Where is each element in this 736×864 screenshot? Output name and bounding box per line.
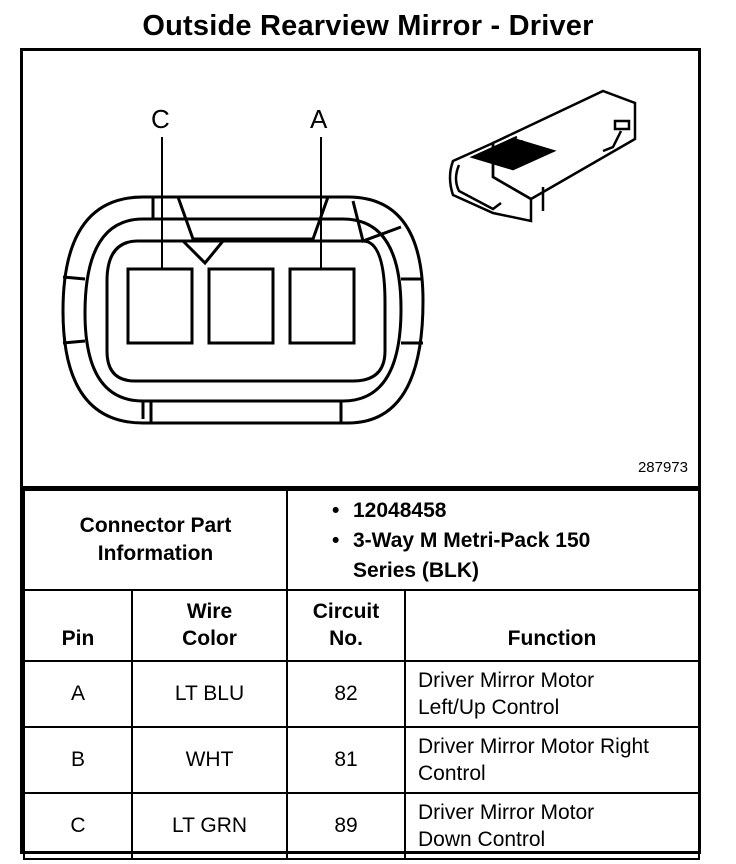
- pin-c-terminal: [126, 267, 194, 345]
- circuit-cell: 81: [286, 726, 406, 794]
- pin-cell: B: [23, 726, 133, 794]
- pin-cell: C: [23, 792, 133, 860]
- circuit-cell: 89: [286, 792, 406, 860]
- circuit-cell: 82: [286, 660, 406, 728]
- connector-face-drawing: C A: [61, 89, 637, 425]
- wire-color-cell: LT GRN: [131, 792, 288, 860]
- wire-color-cell: LT BLU: [131, 660, 288, 728]
- table-row: A LT BLU 82 Driver Mirror Motor Left/Up …: [23, 660, 700, 728]
- header-function: Function: [404, 589, 700, 662]
- connector-housing-outer: [61, 195, 425, 425]
- header-pin: Pin: [23, 589, 133, 662]
- pin-b-terminal: [207, 267, 275, 345]
- connector-info-label: Connector Part Information: [23, 489, 288, 591]
- table-row: C LT GRN 89 Driver Mirror Motor Down Con…: [23, 792, 700, 860]
- connector-info-list: 12048458 3-Way M Metri-Pack 150 Series (…: [286, 489, 700, 591]
- table-row: B WHT 81 Driver Mirror Motor Right Contr…: [23, 726, 700, 794]
- connector-info-row: Connector Part Information 12048458 3-Wa…: [23, 489, 700, 591]
- function-cell: Driver Mirror Motor Left/Up Control: [404, 660, 700, 728]
- connector-type: 3-Way M Metri-Pack 150 Series (BLK): [332, 526, 698, 586]
- header-wire-color: Wire Color: [131, 589, 288, 662]
- terminal-cavity: [105, 239, 387, 383]
- pin-a-terminal: [288, 267, 356, 345]
- page-title: Outside Rearview Mirror - Driver: [142, 10, 594, 42]
- connector-frame: C A 287973 Connector Part Information: [20, 48, 701, 860]
- pinout-table: Connector Part Information 12048458 3-Wa…: [23, 489, 700, 860]
- connector-3d-view: [448, 89, 637, 223]
- figure-number: 287973: [637, 459, 688, 476]
- connector-diagram: C A 287973: [23, 51, 698, 489]
- header-circuit-no: Circuit No.: [286, 589, 406, 662]
- table-header-row: Pin Wire Color Circuit No. Function: [23, 589, 700, 662]
- function-cell: Driver Mirror Motor Right Control: [404, 726, 700, 794]
- function-cell: Driver Mirror Motor Down Control: [404, 792, 700, 860]
- connector-housing-inner: [83, 217, 403, 403]
- connector-part-number: 12048458: [332, 496, 698, 526]
- pin-label-c: C: [151, 104, 170, 134]
- wire-color-cell: WHT: [131, 726, 288, 794]
- pin-label-a: A: [310, 104, 328, 134]
- pin-cell: A: [23, 660, 133, 728]
